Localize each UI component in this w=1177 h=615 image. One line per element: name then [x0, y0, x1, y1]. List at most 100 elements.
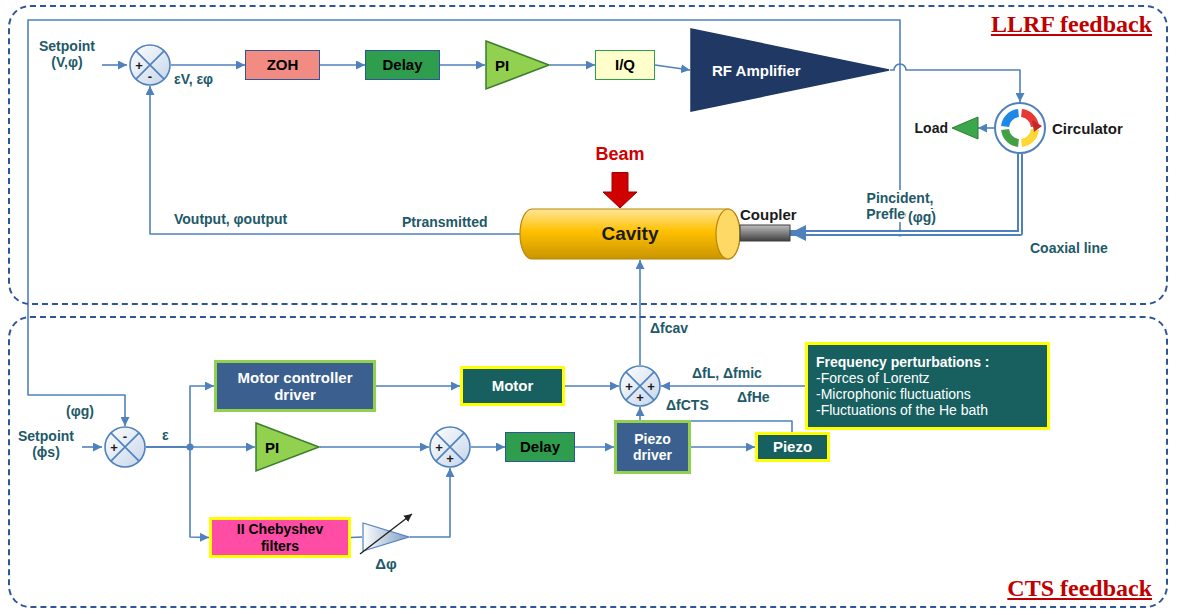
- phase-label: (φg): [64, 403, 96, 419]
- signal-line: [691, 446, 755, 448]
- signal-line: [28, 20, 900, 426]
- iq-modulator: I/Q: [595, 50, 655, 80]
- signal-line: [320, 446, 429, 448]
- delay-block: Delay: [365, 50, 440, 80]
- cavity: Cavity: [520, 208, 740, 260]
- detuning-label: ΔfCTS: [664, 397, 711, 413]
- coupler-shape: [740, 225, 790, 241]
- coaxial-core: [806, 154, 1020, 233]
- summing-junction: ++: [429, 426, 471, 468]
- node-text: Circulator: [1052, 120, 1123, 137]
- chebyshev-filter: II Chebyshev filters: [209, 517, 351, 558]
- sign: -: [123, 430, 127, 443]
- region-title: LLRF feedback: [991, 11, 1152, 38]
- signal-line: [471, 446, 505, 448]
- power-label: Pincident, Preflected: [830, 190, 970, 222]
- summing-junction: +-: [104, 426, 146, 468]
- signal-line: [146, 386, 214, 447]
- sign: +: [636, 391, 644, 404]
- node-text: Delay: [520, 438, 560, 455]
- load-shape: [952, 117, 978, 139]
- sign: +: [446, 452, 454, 465]
- circulator-shape: [994, 102, 1046, 154]
- cts-region: Motor controller driverMotor+++Frequency…: [8, 316, 1168, 608]
- sign: -: [148, 70, 152, 83]
- node-text: Delay: [382, 56, 422, 73]
- coupler: Coupler: [740, 225, 790, 241]
- node-text: PI: [495, 57, 509, 74]
- rf-amplifier: RF Amplifier: [690, 28, 890, 112]
- signal-line: [978, 127, 994, 129]
- setpoint-wire: [82, 446, 102, 448]
- node-text: Piezo: [773, 438, 812, 455]
- sign: +: [110, 441, 118, 454]
- signal-line: [351, 536, 362, 538]
- output-signal: Voutput, φoutput: [172, 211, 289, 227]
- node-text: II Chebyshev filters: [216, 521, 344, 553]
- signal-line: [320, 64, 365, 66]
- frequency-perturbations: Frequency perturbations :-Forces of Lore…: [805, 342, 1050, 430]
- node-text: -Microphonic fluctuations: [816, 386, 971, 402]
- piezo-driver: Piezo driver: [614, 420, 691, 474]
- node-text: RF Amplifier: [712, 62, 801, 79]
- signal-line: [890, 64, 1020, 102]
- motor: Motor: [460, 366, 565, 406]
- pi-controller-shape: [485, 40, 550, 90]
- region-title: CTS feedback: [1007, 575, 1152, 602]
- detuning-label: Δfcav: [648, 320, 690, 336]
- detuning-label: ΔfHe: [735, 389, 772, 405]
- node-text: ZOH: [267, 56, 299, 73]
- setpoint-label: Setpoint (ϕs): [14, 428, 78, 460]
- coaxial-line-label: Coaxial line: [1028, 240, 1110, 256]
- signal-line: [639, 260, 641, 365]
- error-signal: ε: [160, 427, 171, 443]
- pi-controller: PI: [485, 40, 550, 90]
- sign: +: [135, 59, 143, 72]
- signal-line: [565, 385, 619, 387]
- delay-block: Delay: [505, 432, 575, 462]
- circulator: Circulator: [994, 102, 1046, 154]
- signal-line: [550, 64, 595, 66]
- node-text: -Fluctuations of the He bath: [816, 402, 988, 418]
- motor-controller-driver: Motor controller driver: [214, 360, 376, 412]
- llrf-region: +- ZOH Delay PI I/Q RF AmplifierCirculator Loa…: [8, 5, 1168, 305]
- power-label: Ptransmitted: [400, 214, 490, 230]
- node-text: Load: [915, 120, 948, 136]
- node-text: Motor controller driver: [221, 369, 369, 404]
- signal-line: [376, 385, 460, 387]
- node-text: I/Q: [615, 56, 635, 73]
- sign: +: [435, 441, 443, 454]
- node-text: Motor: [492, 377, 534, 394]
- detuning-label: ΔfL, Δfmic: [690, 365, 764, 381]
- signal-line: [575, 446, 614, 448]
- node-text: Cavity: [601, 223, 658, 245]
- phase-label: (φg): [906, 209, 938, 225]
- signal-line: [150, 86, 520, 234]
- node-text: PI: [265, 439, 279, 456]
- coaxial-line: [790, 154, 1020, 233]
- phase-shifter-shape: [362, 522, 410, 552]
- pi-controller: PI: [255, 422, 320, 472]
- node-text: Beam: [595, 144, 644, 165]
- node-text: Piezo driver: [621, 431, 684, 463]
- pi-controller-shape: [255, 422, 320, 472]
- setpoint-label: Setpoint (V,φ): [34, 38, 100, 70]
- summing-junction: +++: [619, 365, 661, 407]
- summing-junction: +-: [129, 44, 171, 86]
- setpoint-wire: [102, 64, 127, 66]
- signal-line: [655, 65, 690, 70]
- node-text: Coupler: [740, 206, 797, 223]
- signal-line: [171, 64, 245, 66]
- node-text: -Forces of Lorentz: [816, 370, 930, 386]
- sign: +: [625, 380, 633, 393]
- node-text: Δφ: [375, 555, 397, 572]
- zoh-block: ZOH: [245, 50, 320, 80]
- beam-arrow: [603, 173, 637, 209]
- signal-line: [440, 64, 485, 66]
- load: Load: [952, 117, 978, 139]
- beam: Beam: [585, 144, 655, 173]
- piezo: Piezo: [755, 432, 830, 462]
